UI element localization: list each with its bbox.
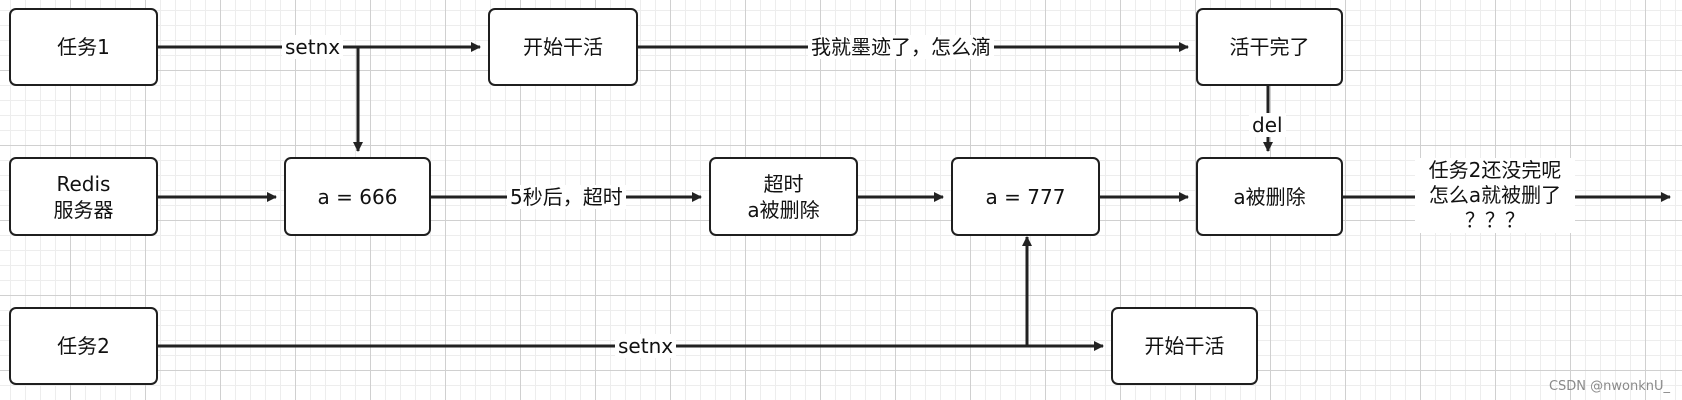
timeout-label: 超时 (763, 171, 804, 196)
task2-setnx-label: setnx (615, 334, 677, 358)
csdn-watermark: CSDN @nwonknU_ (1548, 379, 1670, 394)
note-line-1: 任务2还没完呢 (1428, 158, 1562, 182)
start-work-task1-label: 开始干活 (523, 35, 603, 59)
task1-setnx-label: setnx (282, 35, 344, 59)
a-deleted-label: a被删除 (1233, 184, 1306, 209)
work-done-label: 活干完了 (1229, 35, 1310, 59)
task2-node: 任务2 (9, 307, 158, 385)
a-deleted-node: a被删除 (1196, 157, 1343, 236)
timeout-deleted-node: 超时 a被删除 (709, 157, 858, 236)
task1-label: 任务1 (57, 35, 110, 59)
start-work-task2-label: 开始干活 (1144, 334, 1225, 358)
work-done-node: 活干完了 (1196, 8, 1343, 86)
warning-note: 任务2还没完呢 怎么a就被删了 ？？？ (1415, 158, 1575, 233)
key-777-node: a = 777 (951, 157, 1100, 236)
redis-server-node: Redis 服务器 (9, 157, 158, 236)
del-label: del (1249, 113, 1286, 137)
slow-work-label: 我就墨迹了，怎么滴 (808, 35, 994, 59)
server-label: 服务器 (53, 197, 114, 222)
start-work-task2-node: 开始干活 (1111, 307, 1258, 385)
task1-node: 任务1 (9, 8, 158, 86)
start-work-task1-node: 开始干活 (488, 8, 638, 86)
key-666-node: a = 666 (284, 157, 431, 236)
task2-label: 任务2 (57, 334, 110, 358)
note-line-2: 怎么a就被删了 (1428, 183, 1562, 207)
key-666-label: a = 666 (317, 184, 398, 209)
redis-label: Redis (56, 171, 111, 196)
key-777-label: a = 777 (985, 184, 1066, 209)
note-line-3: ？？？ (1465, 208, 1525, 232)
timeout-5s-label: 5秒后，超时 (507, 185, 626, 209)
deleted-label: a被删除 (747, 197, 820, 222)
